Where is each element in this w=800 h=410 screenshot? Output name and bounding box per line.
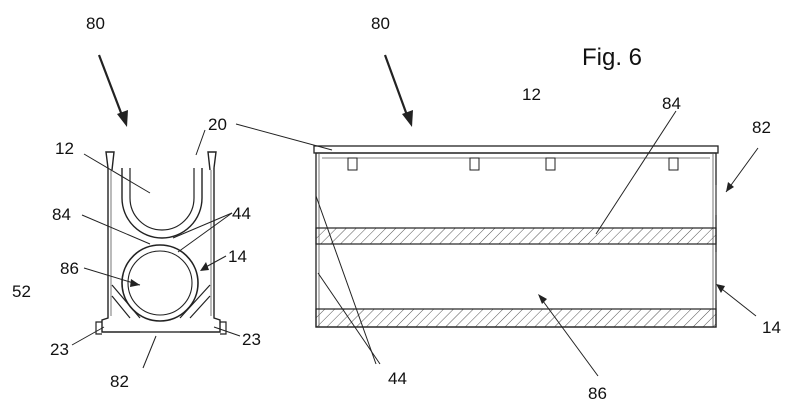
label-assembly-right: 80 xyxy=(371,14,390,33)
label-separator-left: 84 xyxy=(52,205,71,224)
label-pipe-right: 86 xyxy=(588,384,607,403)
side-view-separator xyxy=(315,227,717,245)
label-side: 52 xyxy=(12,282,31,301)
label-channel-left: 12 xyxy=(55,139,74,158)
label-web-right: 44 xyxy=(388,369,407,388)
side-view-grate xyxy=(313,145,719,154)
label-body-right: 14 xyxy=(762,318,781,337)
label-web-left: 44 xyxy=(232,204,251,223)
reference-labels: Fig. 6 80 80 20 12 84 44 86 14 52 23 23 … xyxy=(12,14,781,403)
end-view-channel xyxy=(121,168,203,239)
label-base-left: 82 xyxy=(110,372,129,391)
label-channel-right: 12 xyxy=(522,85,541,104)
figure-title: Fig. 6 xyxy=(582,44,642,71)
end-view-pipe-outer xyxy=(121,244,199,322)
label-pipe-left: 86 xyxy=(60,259,79,278)
grate-clip xyxy=(668,157,679,171)
grate-clip xyxy=(347,157,358,171)
label-separator-right: 84 xyxy=(662,94,681,113)
grate-clip xyxy=(469,157,480,171)
label-body-left: 14 xyxy=(228,247,247,266)
label-assembly-left: 80 xyxy=(86,14,105,33)
end-view-pipe-inner xyxy=(127,250,193,316)
side-view-base xyxy=(315,308,717,328)
label-grate: 20 xyxy=(208,115,227,134)
label-foot-left-b: 23 xyxy=(242,330,261,349)
label-end-right: 82 xyxy=(752,118,771,137)
label-foot-left-a: 23 xyxy=(50,340,69,359)
grate-clip xyxy=(545,157,556,171)
end-view xyxy=(95,151,227,335)
leader-lines xyxy=(71,54,759,377)
side-view xyxy=(313,145,719,328)
